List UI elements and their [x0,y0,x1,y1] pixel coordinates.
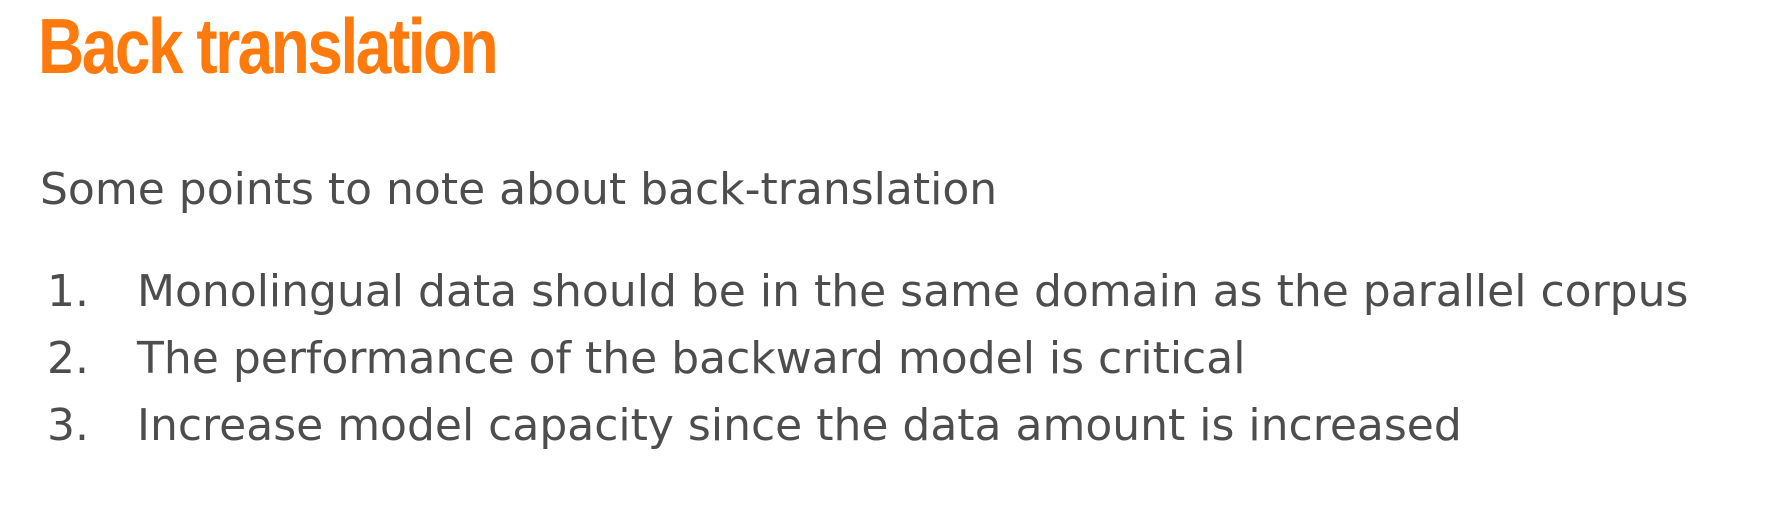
intro-text: Some points to note about back-translati… [40,164,998,215]
list-item-number: 2. [47,333,89,384]
list-item-text: The performance of the backward model is… [137,333,1246,384]
list-item-text: Increase model capacity since the data a… [137,400,1462,451]
list-item-number: 3. [47,400,89,451]
list-item-text: Monolingual data should be in the same d… [137,266,1689,317]
slide-title: Back translation [38,2,499,90]
list-item-number: 1. [47,266,89,317]
